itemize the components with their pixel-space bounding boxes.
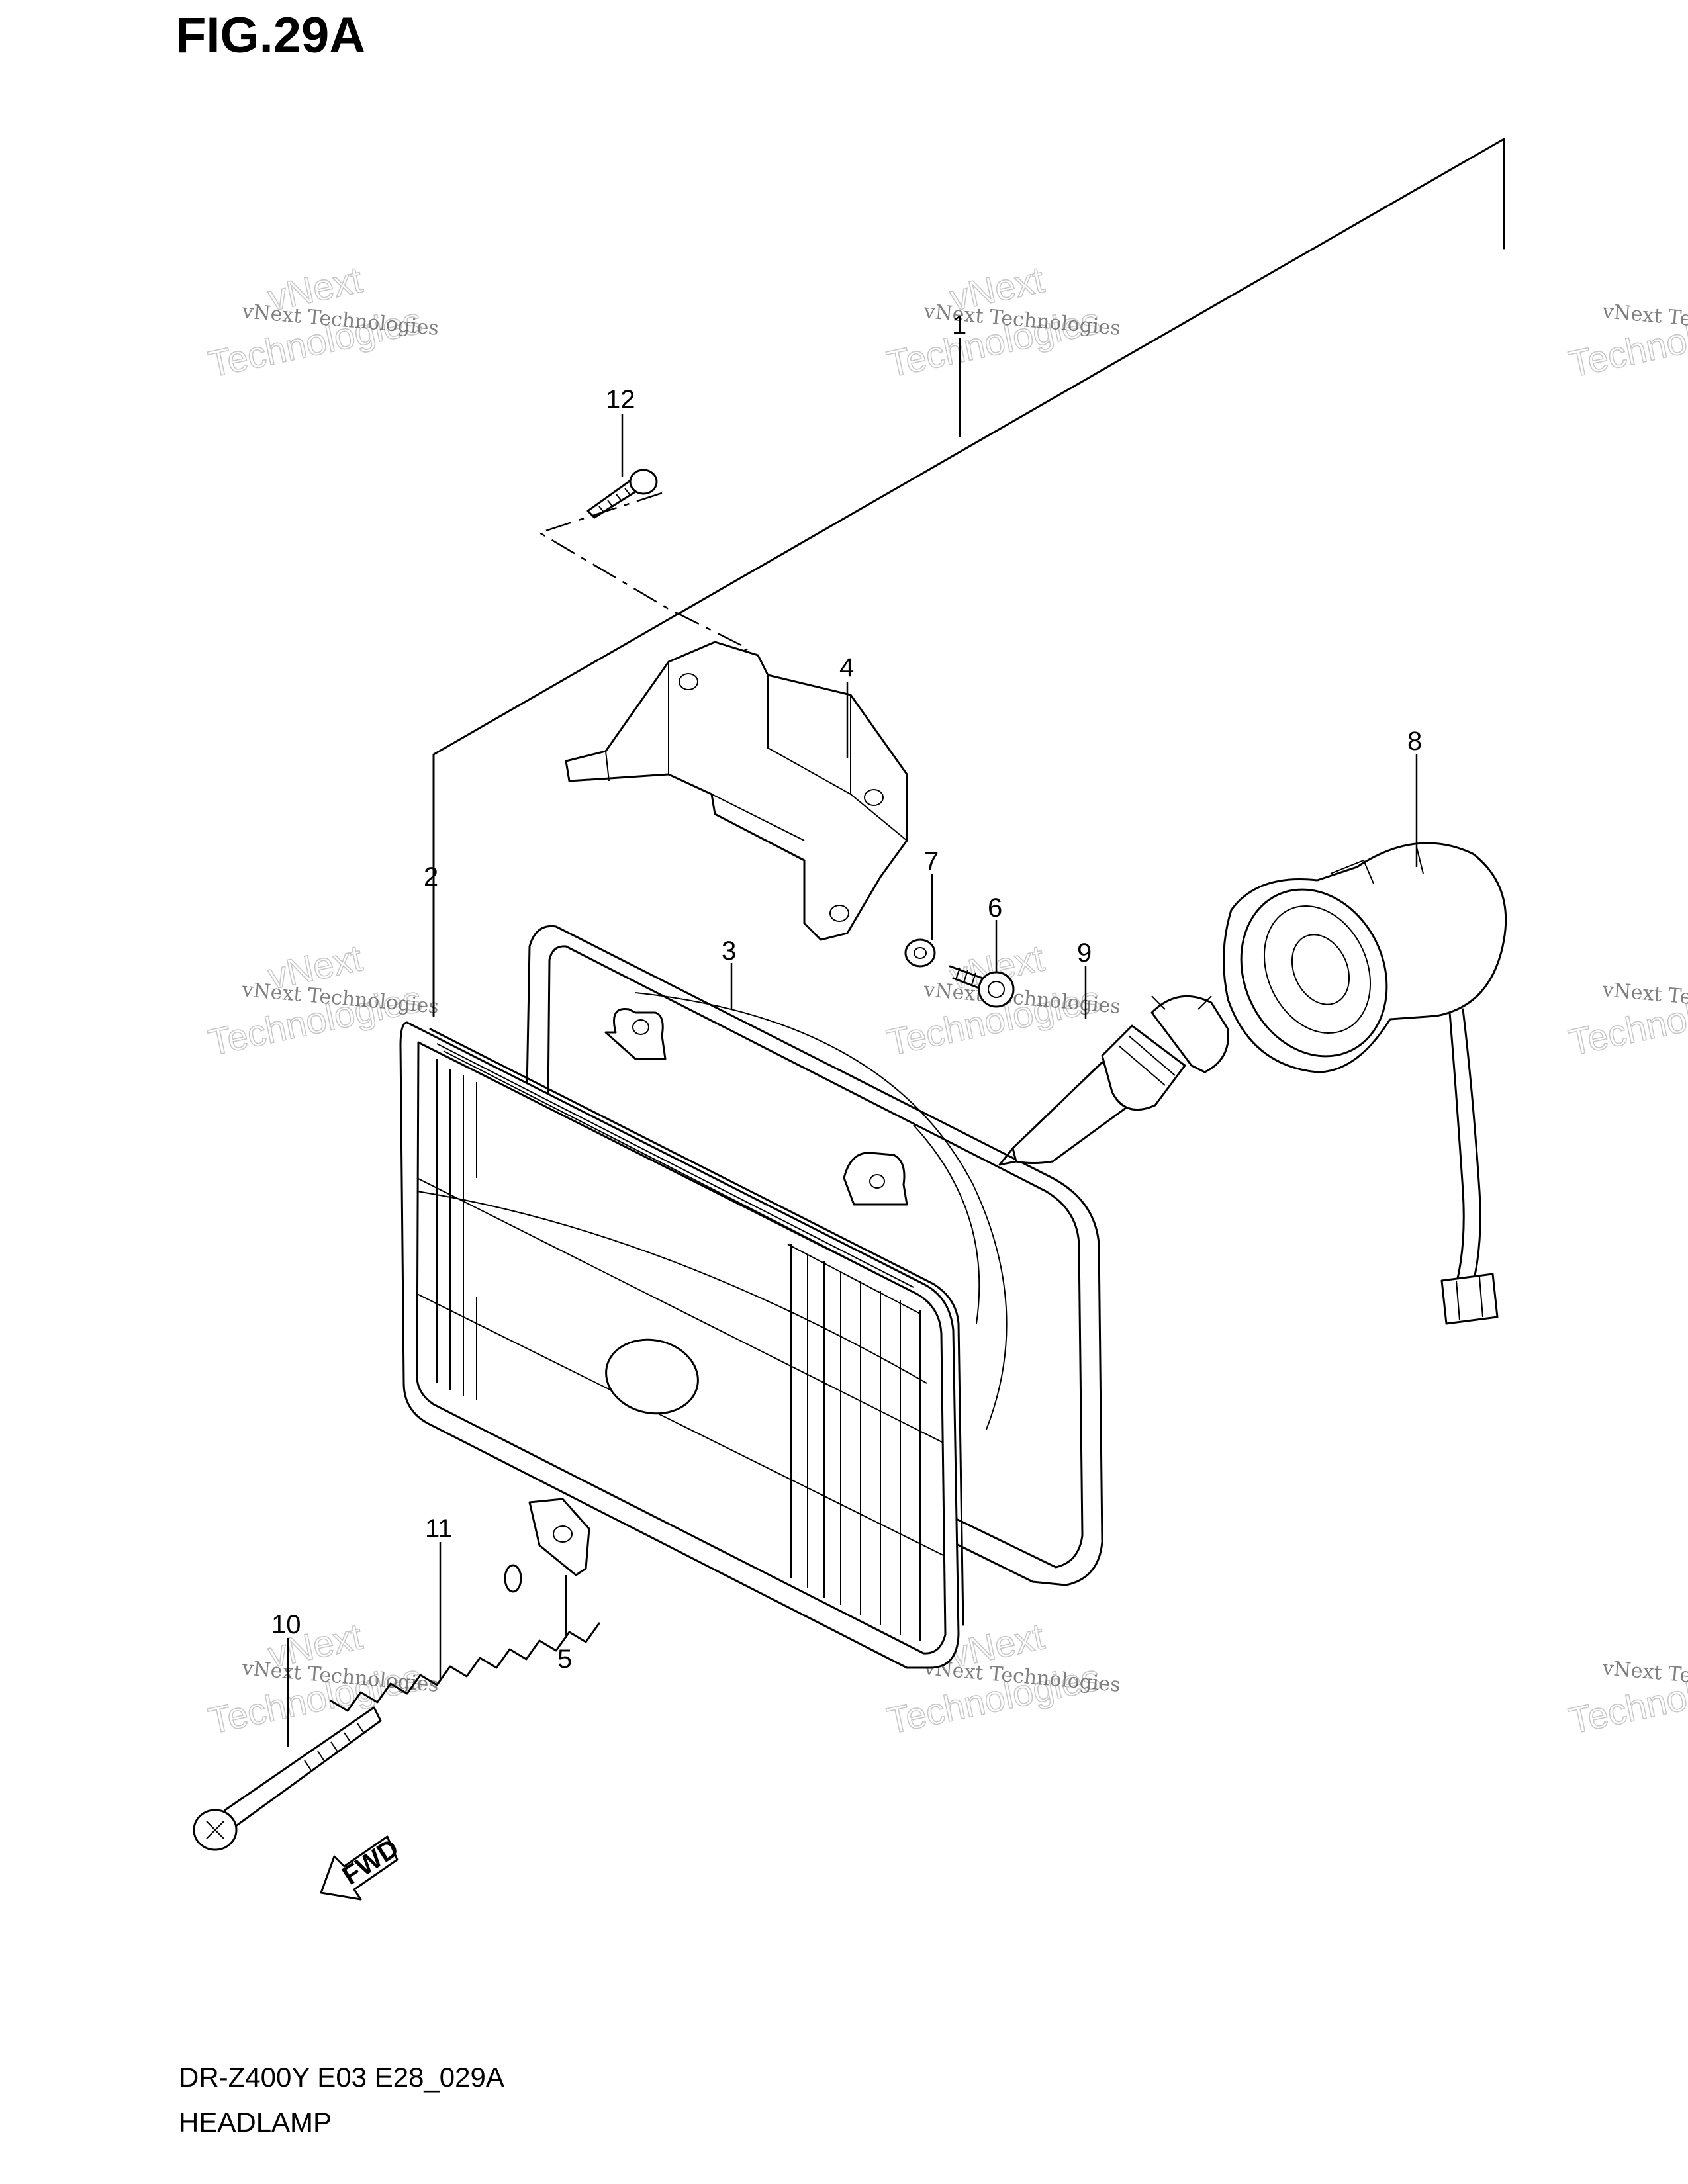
callout-7: 7 bbox=[924, 847, 939, 876]
watermark-top-right: Technologies vNext Technologies bbox=[1565, 298, 1688, 385]
figure-title: FIG.29A bbox=[175, 7, 366, 64]
callout-1: 1 bbox=[952, 311, 966, 340]
callout-11: 11 bbox=[425, 1514, 453, 1543]
leader-lines bbox=[287, 338, 1418, 1747]
callout-3: 3 bbox=[722, 936, 736, 966]
diagram-code: DR-Z400Y E03 E28_029A bbox=[179, 2062, 504, 2093]
adjusting-screw-part bbox=[193, 1706, 382, 1851]
diagram-name: HEADLAMP bbox=[179, 2107, 332, 2138]
callout-6: 6 bbox=[988, 893, 1002, 923]
housing-gasket-part bbox=[522, 925, 1103, 1586]
watermark-top-left: Technologies vNext vNext Technologies bbox=[205, 257, 440, 385]
callout-12: 12 bbox=[606, 385, 635, 414]
socket-cover-part bbox=[1223, 842, 1507, 1325]
callout-2: 2 bbox=[424, 862, 438, 891]
screw-part bbox=[586, 469, 658, 519]
watermark-top-center: Technologies vNext vNext Technologies bbox=[883, 257, 1122, 385]
watermark-bottom-right: Technologies vNext Technologies bbox=[1565, 1655, 1688, 1742]
headlamp-lens-part bbox=[399, 1021, 964, 1669]
callout-10: 10 bbox=[271, 1610, 301, 1639]
fwd-label: FWD bbox=[338, 1833, 404, 1891]
fwd-arrow-icon: FWD bbox=[320, 1833, 404, 1901]
callout-4: 4 bbox=[839, 653, 854, 682]
watermark-mid-right: Technologies vNext Technologies bbox=[1565, 977, 1688, 1064]
callout-8: 8 bbox=[1407, 727, 1422, 756]
callout-9: 9 bbox=[1077, 938, 1092, 968]
washer-part bbox=[904, 938, 936, 968]
callout-numbers: 1 2 3 4 5 6 7 8 9 10 11 12 bbox=[271, 311, 1422, 1674]
bracket-part bbox=[565, 641, 908, 941]
spring-part bbox=[330, 1564, 600, 1712]
bulb-part bbox=[998, 995, 1230, 1166]
watermark-bottom-left: Technologies vNext vNext Technologies bbox=[205, 1614, 440, 1742]
clip-part bbox=[528, 1498, 590, 1576]
callout-5: 5 bbox=[557, 1645, 572, 1674]
